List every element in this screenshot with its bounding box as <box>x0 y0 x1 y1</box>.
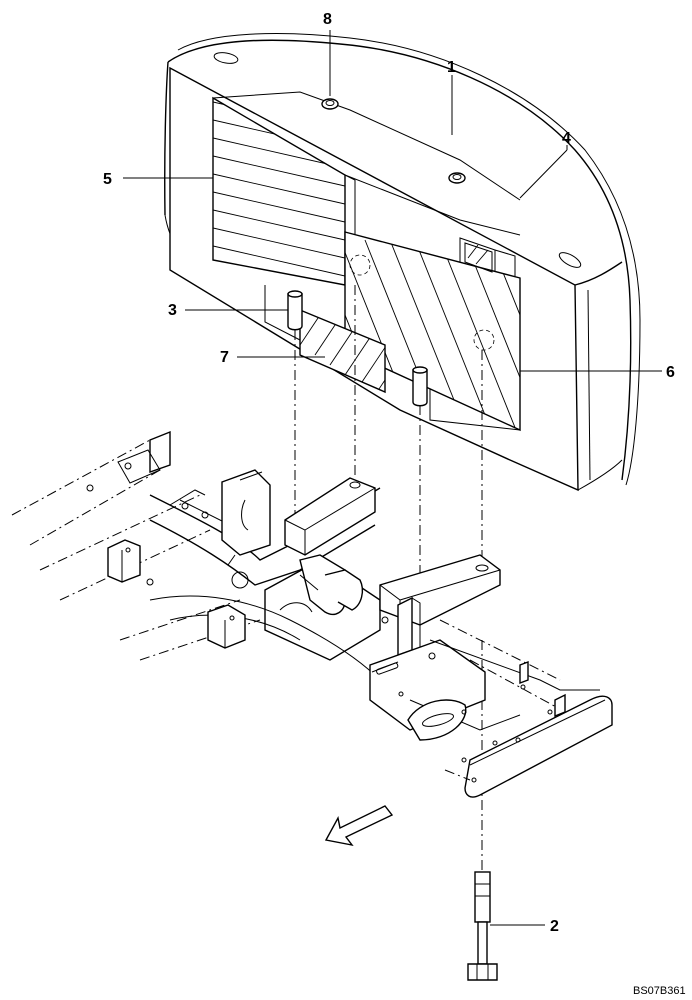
callout-6: 6 <box>666 364 675 381</box>
callouts: 8 1 4 5 3 7 6 2 <box>103 11 675 935</box>
callout-2: 2 <box>550 918 559 935</box>
weight-plate-4 <box>464 242 493 273</box>
bolt-2 <box>467 871 498 981</box>
lifting-slot-right <box>558 252 582 268</box>
callout-8: 8 <box>323 11 332 28</box>
callout-3: 3 <box>168 302 177 319</box>
drawing-code: BS07B361 <box>633 985 686 997</box>
weight-plate-5 <box>212 96 356 286</box>
mounting-pin-3b <box>412 366 428 407</box>
forward-direction-arrow-icon <box>324 805 394 847</box>
counterweight-top-edge <box>167 39 632 481</box>
callout-1: 1 <box>447 59 456 76</box>
weight-plate-7 <box>299 308 386 394</box>
upper-frame <box>11 430 613 798</box>
mounting-pin-3 <box>287 290 303 331</box>
callout-4: 4 <box>562 130 571 147</box>
leader-lines <box>123 30 662 926</box>
weight-plate-6 <box>344 231 521 432</box>
washer-8 <box>321 98 466 184</box>
lifting-slot-left <box>213 52 239 64</box>
callout-5: 5 <box>103 171 112 188</box>
callout-7: 7 <box>220 349 229 366</box>
